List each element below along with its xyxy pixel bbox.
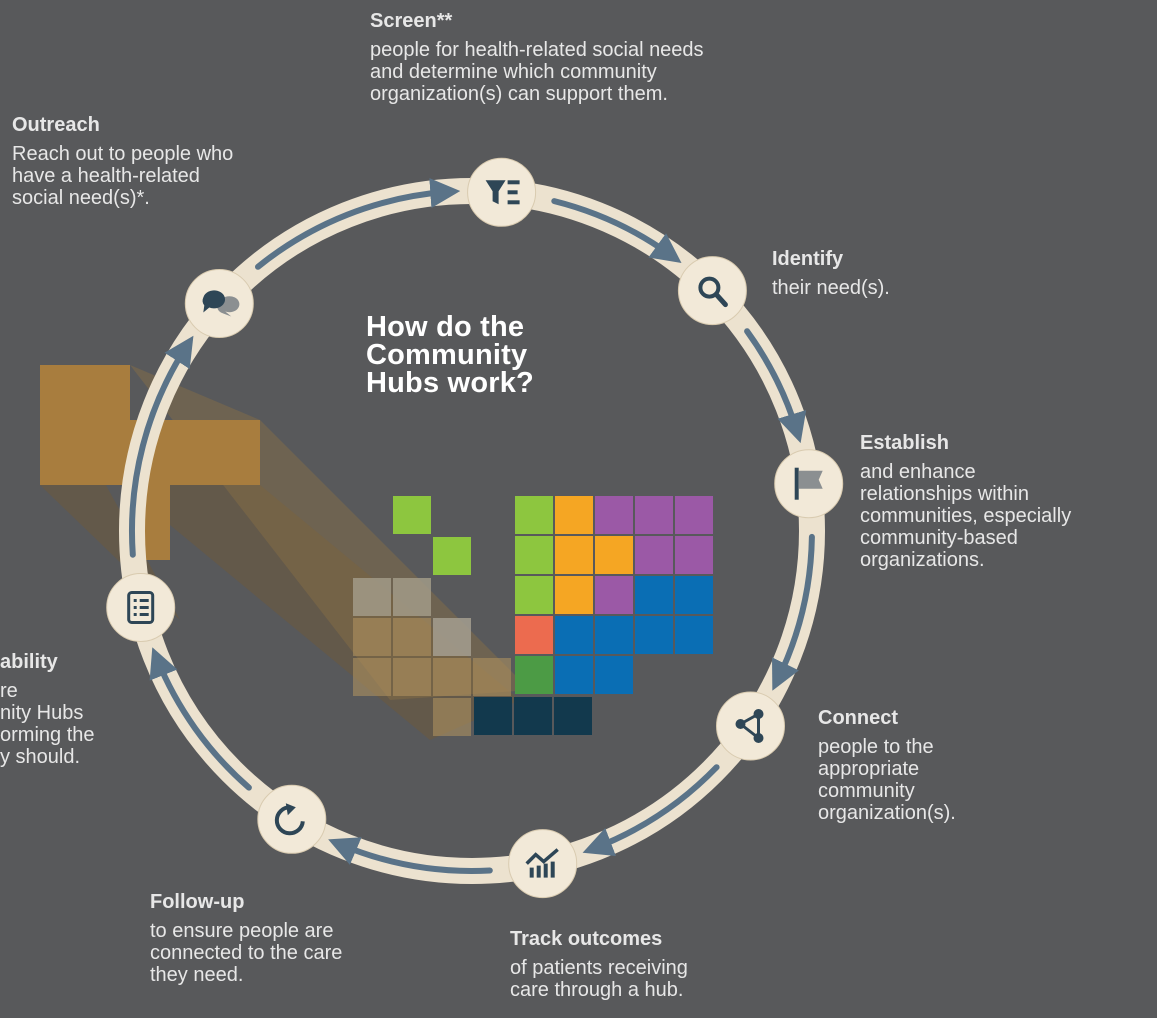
step-follow-up-title: Follow-up [150,891,245,913]
step-node-identify [677,256,747,326]
logo-tile-translucent [353,618,391,656]
cycle-arrow [255,178,461,270]
step-node-followup [257,784,327,854]
step-connect-title: Connect [818,707,898,729]
logo-tile-translucent [393,618,431,656]
step-node-screen [467,157,537,227]
step-node-connect [716,691,785,761]
logo-tile-translucent [353,658,391,696]
magnifier-icon [698,276,728,308]
logo-tile-green [393,496,431,534]
step-identify-desc: their need(s). [772,277,890,299]
logo-tile-green [433,537,471,575]
step-accountability: ability re nity Hubs orming the y should… [0,651,140,768]
checklist-icon [127,591,155,624]
cycle-arrow [149,647,252,791]
cycle-arrow [129,335,194,558]
step-establish: Establish and enhance relationships with… [860,432,1156,571]
step-establish-desc: and enhance relationships within communi… [860,461,1072,571]
cycle-arrow [582,764,720,856]
step-track-outcomes: Track outcomes of patients receiving car… [510,928,810,1001]
logo-tile-orange [595,536,633,574]
cycle-arrow [328,837,493,874]
step-node-establish [774,449,844,519]
diagram-title: How do the Community Hubs work? [366,311,534,399]
logo-tile-green [515,576,553,614]
logo-tile-dark_green [515,656,553,694]
step-node-outreach [184,269,254,338]
logo-tile-blue [635,576,673,614]
logo-tile-navy [514,697,552,735]
logo-tile-navy [554,697,592,735]
step-accountability-title: ability [0,651,58,673]
logo-tile-orange [555,496,593,534]
step-outreach-title: Outreach [12,114,100,136]
logo-tile-orange [555,536,593,574]
step-screen: Screen** people for health-related socia… [370,10,850,105]
step-follow-up-desc: to ensure people are connected to the ca… [150,920,343,986]
step-track-outcomes-title: Track outcomes [510,928,663,950]
step-connect-desc: people to the appropriate community orga… [818,736,956,824]
logo-tile-blue [555,656,593,694]
cycle-arrow [551,198,682,263]
logo-tile-purple [675,536,713,574]
filter-list-icon [485,180,520,205]
step-establish-title: Establish [860,432,949,454]
logo-tile-blue [555,616,593,654]
logo-tile-gray [393,578,431,616]
logo-tile-blue [635,616,673,654]
step-outreach-desc: Reach out to people who have a health-re… [12,143,234,209]
step-track-outcomes-desc: of patients receiving care through a hub… [510,957,688,1001]
step-node-track [508,829,578,899]
logo-tile-navy [474,697,512,735]
logo-tile-purple [595,576,633,614]
logo-tile-blue [595,616,633,654]
logo-tile-purple [595,496,633,534]
trend-chart-icon [525,848,559,878]
step-identify: Identify their need(s). [772,248,1032,299]
logo-tile-purple [635,496,673,534]
step-outreach: Outreach Reach out to people who have a … [12,114,332,209]
flag-icon [794,467,823,500]
logo-tile-purple [635,536,673,574]
step-screen-desc: people for health-related social needs a… [370,39,704,105]
cycle-arrow [771,533,815,691]
cycle-arrow [744,328,807,444]
logo-tile-gray [433,618,471,656]
logo-tile-purple [675,496,713,534]
step-screen-title: Screen** [370,10,453,32]
step-connect: Connect people to the appropriate commun… [818,707,1078,824]
logo-tile-gray [353,578,391,616]
chat-bubbles-icon [202,290,240,317]
logo-tile-translucent [433,658,471,696]
logo-tile-salmon [515,616,553,654]
network-icon [735,709,764,743]
logo-tile-blue [595,656,633,694]
step-identify-title: Identify [772,248,844,270]
step-follow-up: Follow-up to ensure people are connected… [150,891,450,986]
logo-tile-translucent [393,658,431,696]
logo-tile-blue [675,576,713,614]
logo-tile-translucent [433,698,471,736]
step-accountability-desc: re nity Hubs orming the y should. [0,680,95,768]
logo-tile-orange [555,576,593,614]
logo-tile-translucent [473,658,511,696]
logo-tile-green [515,496,553,534]
logo-tile-green [515,536,553,574]
logo-tile-blue [675,616,713,654]
step-node-accountability [106,573,176,642]
refresh-icon [274,803,305,836]
